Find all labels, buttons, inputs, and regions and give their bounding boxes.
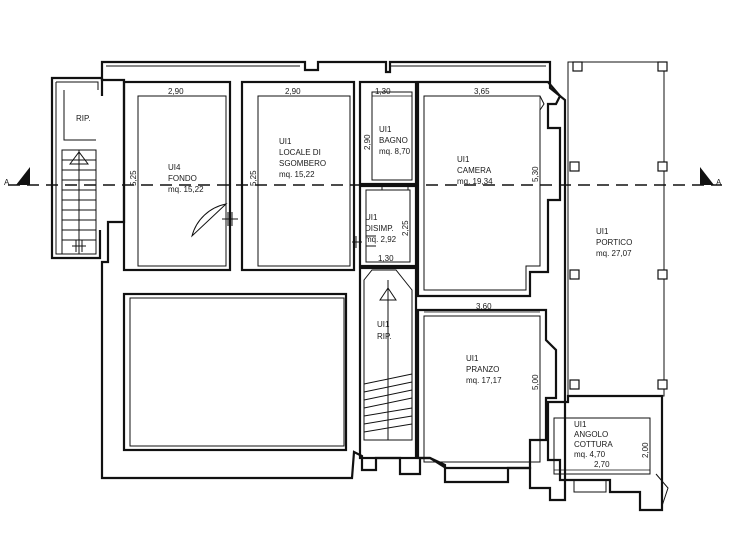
disimp-unit: UI1	[365, 213, 378, 222]
section-label-right: A	[716, 178, 722, 187]
fondo-walls	[122, 80, 232, 272]
left-stair	[61, 149, 97, 255]
center-rip-inner	[363, 269, 413, 441]
lower-room-inner	[129, 297, 345, 447]
dimension-lines	[137, 95, 651, 474]
disimp-walls	[358, 184, 418, 268]
bagno-area: mq. 8,70	[379, 147, 411, 156]
cottura-window	[573, 480, 607, 493]
portico-name: PORTICO	[596, 238, 632, 247]
sgombero-area: mq. 15,22	[279, 170, 315, 179]
cottura-unit: UI1	[574, 420, 587, 429]
dim-disimp-width: 1,30	[378, 254, 394, 263]
dim-sgombero-height: 5,25	[249, 170, 258, 186]
dim-bagno-height: 2,90	[363, 134, 372, 150]
portico-column	[572, 61, 583, 72]
portico-unit: UI1	[596, 227, 609, 236]
portico-column	[657, 269, 668, 280]
portico-column	[569, 269, 580, 280]
pranzo-name: PRANZO	[466, 365, 499, 374]
dim-disimp-height: 2,25	[401, 220, 410, 236]
fondo-area: mq. 15,22	[168, 185, 204, 194]
center-rip-name: RIP.	[377, 332, 392, 341]
disimp-door-mark	[352, 235, 376, 248]
dim-camera-width: 3,65	[474, 87, 490, 96]
cottura-name-1: ANGOLO	[574, 430, 608, 439]
center-stair-arrow	[379, 287, 397, 301]
pranzo-unit: UI1	[466, 354, 479, 363]
camera-unit: UI1	[457, 155, 470, 164]
center-stair	[363, 280, 413, 440]
dim-pranzo-height: 5,00	[531, 374, 540, 390]
sgombero-name-2: SGOMBERO	[279, 159, 326, 168]
cottura-area: mq. 4,70	[574, 450, 606, 459]
outer-wall	[100, 60, 567, 502]
camera-walls	[416, 80, 562, 298]
dim-pranzo-width: 3,60	[476, 302, 492, 311]
dim-fondo-height: 5,25	[129, 170, 138, 186]
portico-column	[569, 161, 580, 172]
cottura-door	[655, 473, 669, 507]
sgombero-unit: UI1	[279, 137, 292, 146]
pranzo-inner	[423, 315, 541, 463]
fondo-name: FONDO	[168, 174, 197, 183]
left-stair-arrow	[69, 151, 89, 165]
cottura-name-2: COTTURA	[574, 440, 613, 449]
fondo-door-mark	[222, 212, 238, 226]
sgombero-name-1: LOCALE DI	[279, 148, 321, 157]
dim-cottura-height: 2,00	[641, 442, 650, 458]
rip-left-label: RIP.	[76, 114, 91, 123]
section-arrow-left	[16, 167, 30, 185]
sgombero-walls	[240, 80, 356, 272]
dim-camera-height: 5,30	[531, 166, 540, 182]
portico-column	[657, 161, 668, 172]
fondo-unit: UI4	[168, 163, 181, 172]
portico-column	[657, 61, 668, 72]
portico-column	[569, 379, 580, 390]
camera-inner	[423, 95, 545, 291]
bagno-name: BAGNO	[379, 136, 408, 145]
dim-cottura-width: 2,70	[594, 460, 610, 469]
dim-sgombero-width: 2,90	[285, 87, 301, 96]
fondo-door-swing	[191, 203, 228, 238]
pranzo-walls	[416, 308, 558, 470]
portico-column	[657, 379, 668, 390]
left-stair-mark	[72, 240, 86, 252]
dim-fondo-width: 2,90	[168, 87, 184, 96]
bagno-unit: UI1	[379, 125, 392, 134]
camera-name: CAMERA	[457, 166, 492, 175]
camera-area: mq. 19,34	[457, 177, 493, 186]
portico-outline	[567, 61, 665, 397]
portico-area: mq. 27,07	[596, 249, 632, 258]
center-rip-walls	[358, 266, 418, 460]
center-rip-unit: UI1	[377, 320, 390, 329]
sgombero-inner	[257, 95, 351, 267]
section-arrow-right	[700, 167, 714, 185]
disimp-name: DISIMP.	[365, 224, 394, 233]
left-stair-treads	[62, 159, 96, 241]
dim-bagno-width: 1,30	[375, 87, 391, 96]
lower-room-walls	[122, 292, 348, 452]
section-label-left: A	[4, 178, 10, 187]
pranzo-area: mq. 17,17	[466, 376, 502, 385]
disimp-area: mq. 2,92	[365, 235, 397, 244]
rip-left-walls	[50, 76, 104, 260]
